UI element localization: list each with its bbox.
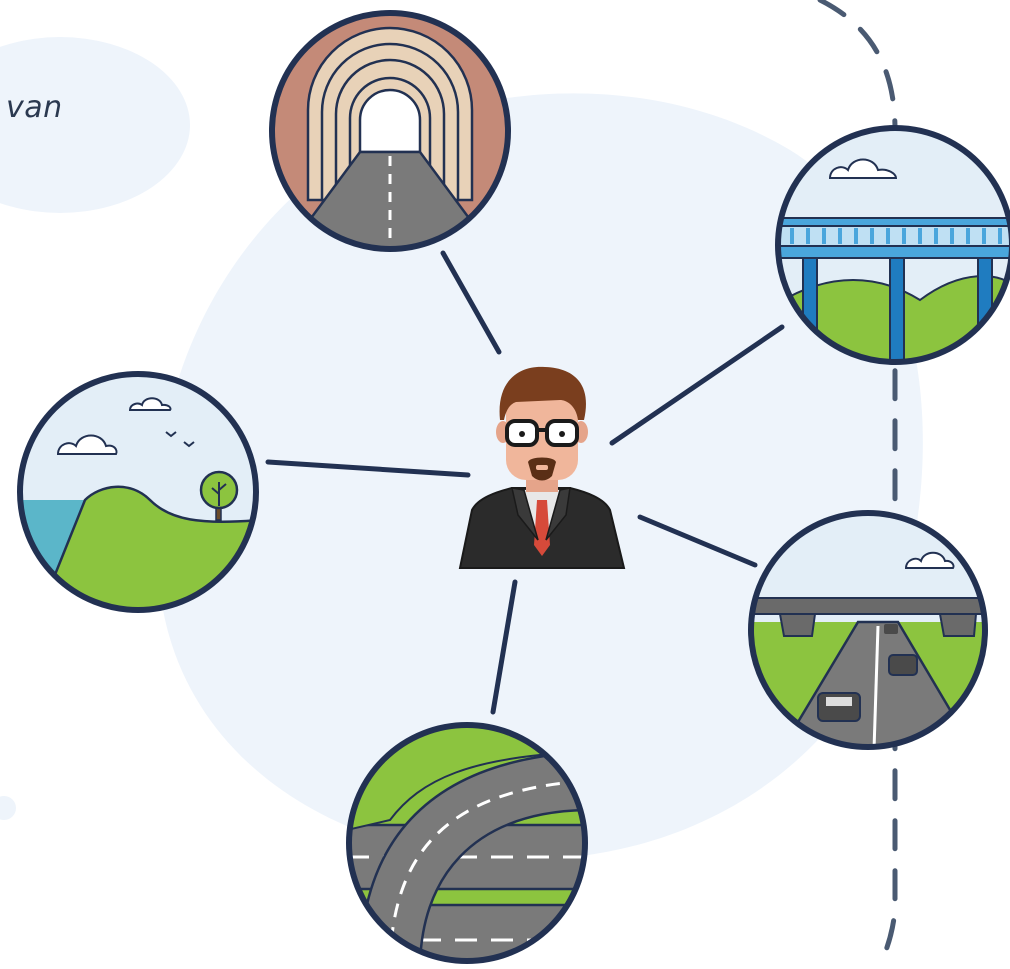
connector-highway (637, 514, 758, 568)
node-interchange[interactable] (346, 722, 590, 964)
caption-bubble (0, 37, 190, 213)
connector-tunnel (440, 250, 502, 355)
node-highway[interactable] (748, 510, 993, 752)
connector-bridge (609, 324, 785, 446)
node-landscape[interactable] (17, 371, 260, 613)
dashed-boundary (817, 0, 898, 967)
connectors (265, 250, 785, 715)
connector-landscape (265, 459, 471, 478)
connector-interchange (490, 579, 518, 715)
engineer-avatar-icon[interactable] (458, 366, 626, 569)
caption-text: van (6, 90, 63, 125)
node-tunnel[interactable] (269, 10, 511, 260)
interchange-icon (349, 725, 585, 961)
tunnel-icon (272, 13, 508, 249)
decor-dot (0, 796, 16, 820)
